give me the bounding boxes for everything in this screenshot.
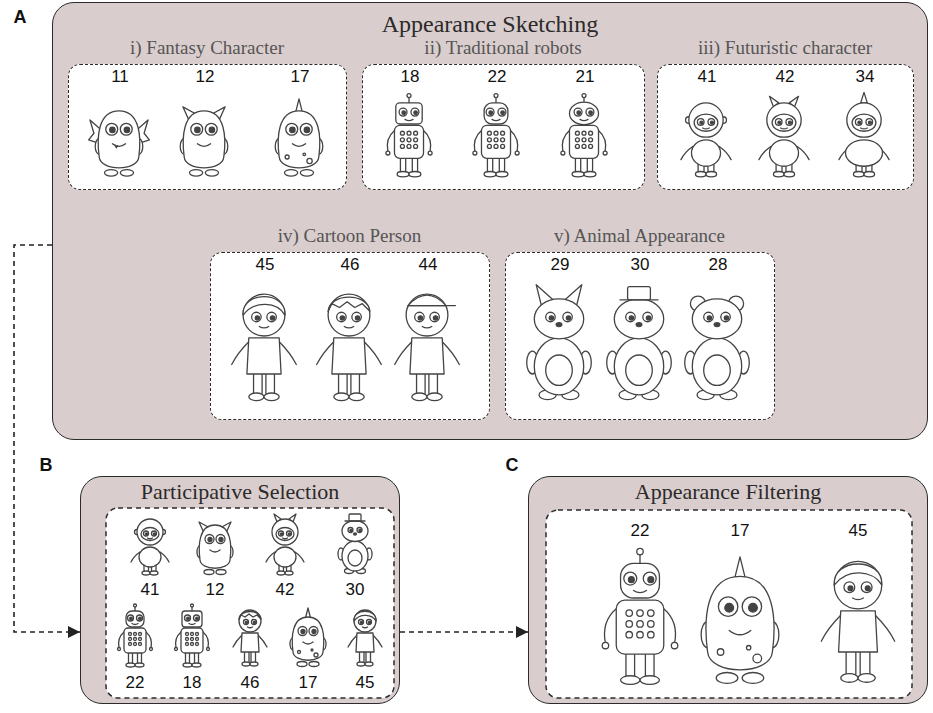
stage-panel: Appearance Sketching i) Fantasy Character… [52, 2, 928, 440]
stage-panel: Appearance Filtering [528, 476, 928, 704]
character-sketch [338, 514, 372, 574]
character-sketch [275, 99, 323, 176]
flow-arrow [400, 631, 528, 633]
selection-frame [546, 510, 912, 698]
category-heading: v) Animal Appearance [554, 226, 725, 247]
panel-title: Appearance Sketching [382, 11, 599, 37]
category-box: ii) Traditional robots [362, 64, 645, 190]
sketch-illustration [528, 476, 928, 704]
character-sketch [839, 92, 889, 176]
character-sketch [701, 556, 779, 682]
character-sketch [290, 608, 326, 667]
category-box: iii) Futuristic character [657, 64, 914, 190]
category-box: iv) Cartoon Person [210, 252, 490, 420]
character-sketch [607, 287, 672, 400]
category-heading: iv) Cartoon Person [278, 226, 422, 247]
sketch-illustration [80, 476, 400, 704]
character-sketch [174, 604, 209, 667]
character-sketch [685, 296, 750, 400]
sketch-illustration [361, 63, 644, 189]
category-box: v) Animal Appearance [505, 252, 775, 420]
character-sketch [561, 94, 607, 177]
category-heading: iii) Futuristic character [698, 38, 872, 59]
category-box: i) Fantasy Character [68, 64, 347, 190]
character-sketch [180, 107, 228, 176]
character-sketch [131, 519, 169, 575]
sketch-illustration [656, 63, 913, 189]
character-sketch [197, 522, 233, 575]
sketch-illustration [67, 63, 346, 189]
character-sketch [232, 294, 297, 400]
character-sketch [681, 103, 731, 177]
character-sketch [395, 294, 460, 400]
selection-frame [106, 508, 394, 698]
panel-letter: B [40, 456, 53, 476]
character-sketch [89, 111, 150, 176]
character-sketch [602, 548, 678, 684]
character-sketch [386, 94, 432, 177]
character-sketch [317, 294, 382, 400]
panel-letter: C [506, 456, 519, 476]
character-sketch [266, 514, 304, 575]
sketch-illustration [209, 251, 489, 419]
character-sketch [821, 561, 894, 682]
category-heading: ii) Traditional robots [424, 38, 581, 59]
character-sketch [117, 604, 152, 667]
character-sketch [473, 94, 519, 177]
sketch-illustration [504, 251, 774, 419]
panel-title: Participative Selection [141, 480, 340, 504]
character-sketch [233, 610, 267, 666]
stage-panel: Participative Selection [80, 476, 400, 704]
panel-title: Appearance Filtering [635, 480, 821, 504]
character-sketch [527, 285, 592, 400]
panel-letter: A [14, 8, 27, 28]
category-heading: i) Fantasy Character [130, 38, 284, 59]
character-sketch [759, 96, 809, 177]
character-sketch [348, 610, 382, 666]
